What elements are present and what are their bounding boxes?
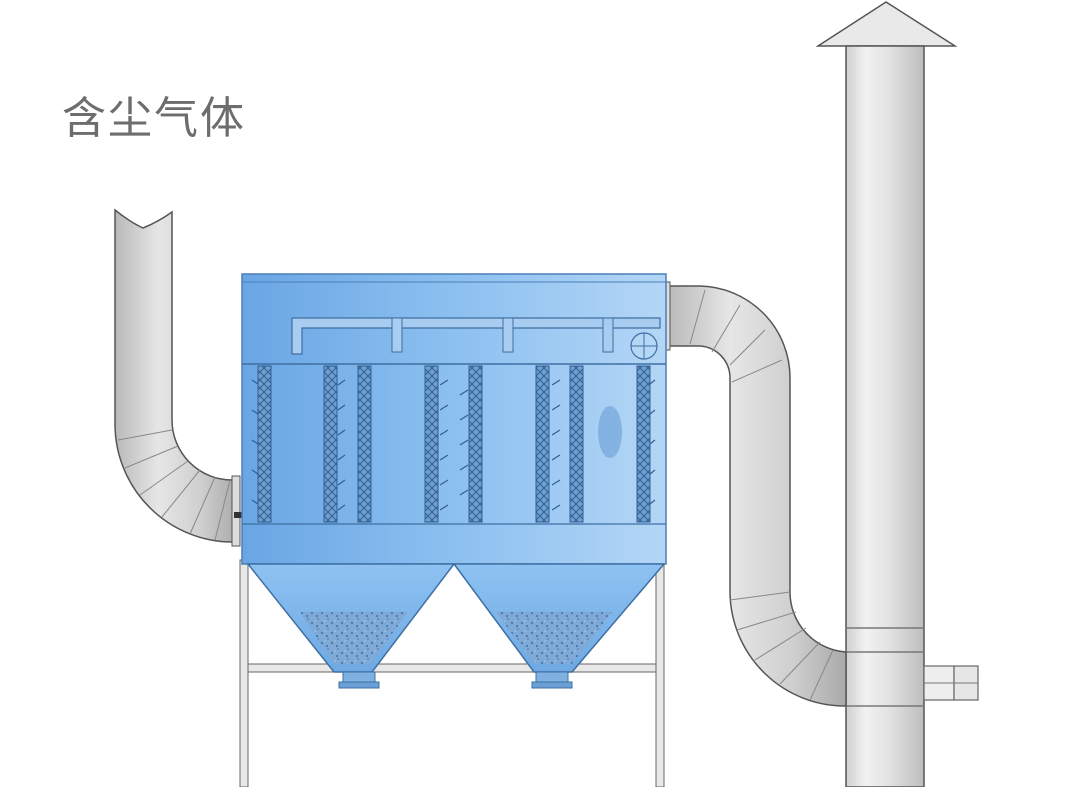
hopper-left (246, 563, 456, 689)
filter-housing (241, 273, 667, 565)
inlet-gas-label: 含尘气体 (62, 93, 246, 144)
inlet-duct (114, 208, 244, 547)
outlet-duct (662, 281, 847, 707)
exhaust-stack (815, 1, 979, 787)
hopper-right (452, 563, 666, 689)
